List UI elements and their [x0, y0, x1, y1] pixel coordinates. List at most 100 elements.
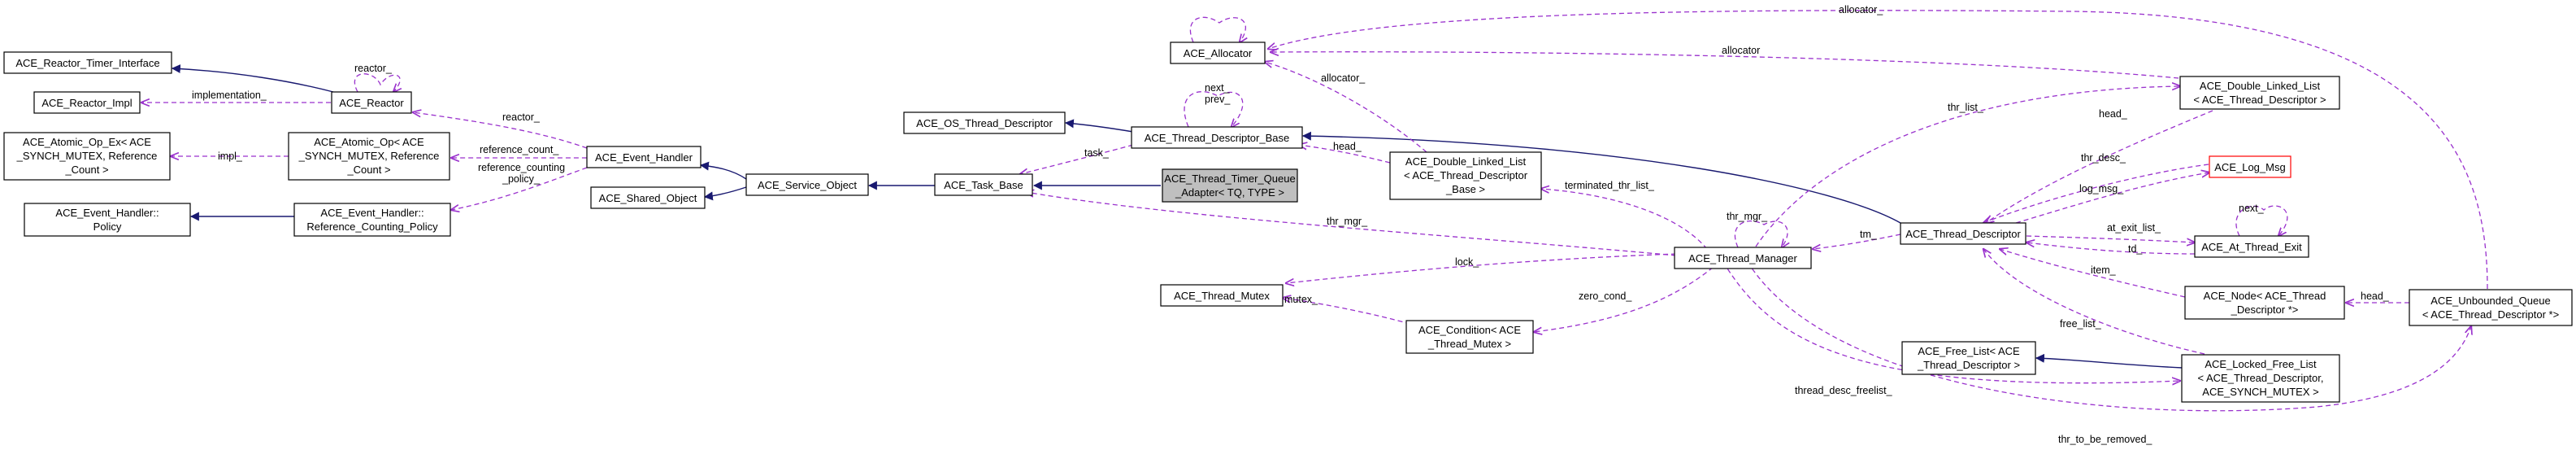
class-node-thread-descriptor[interactable]: ACE_Thread_Descriptor — [1900, 222, 2026, 245]
class-name: ACE_Event_Handler:: — [320, 207, 424, 219]
class-node-thread-descriptor-base[interactable]: ACE_Thread_Descriptor_Base — [1131, 126, 1303, 149]
edge-thr-desc — [1983, 164, 2209, 223]
edge-label: zero_cond_ — [1579, 290, 1632, 302]
class-name: _Count > — [64, 164, 108, 176]
class-node-unbounded-queue[interactable]: ACE_Unbounded_Queue < ACE_Thread_Descrip… — [2409, 289, 2573, 326]
edge-mutex — [1283, 298, 1411, 325]
class-name: ACE_Thread_Descriptor — [1905, 228, 2021, 240]
class-name: < ACE_Thread_Descriptor, — [2198, 372, 2324, 384]
class-node-node[interactable]: ACE_Node< ACE_Thread _Descriptor *> — [2184, 286, 2345, 320]
class-name: < ACE_Thread_Descriptor — [1404, 169, 1528, 181]
class-node-reactor-timer-interface[interactable]: ACE_Reactor_Timer_Interface — [3, 51, 172, 74]
class-name: _Thread_Descriptor > — [1917, 359, 2020, 371]
class-name: ACE_Free_List< ACE — [1918, 345, 2020, 357]
class-node-task-base[interactable]: ACE_Task_Base — [934, 173, 1033, 196]
edge-label: lock_ — [1455, 256, 1479, 268]
edge-head-dll — [1986, 110, 2213, 223]
class-name: _Count > — [346, 164, 390, 176]
class-name: ACE_Service_Object — [758, 179, 857, 191]
edge-allocator-self — [1189, 16, 1245, 42]
class-name: ACE_Double_Linked_List — [2200, 80, 2321, 92]
edge-label: mutex_ — [1284, 294, 1318, 305]
class-name: ACE_Allocator — [1184, 47, 1253, 59]
edge-label: prev_ — [1205, 94, 1231, 105]
class-name: ACE_Atomic_Op< ACE — [314, 136, 424, 148]
edge-label: tm_ — [1860, 229, 1878, 240]
edge-thr-to-be-removed — [1747, 261, 2471, 412]
class-node-reactor[interactable]: ACE_Reactor — [331, 91, 412, 114]
class-node-shared-object[interactable]: ACE_Shared_Object — [590, 186, 706, 209]
class-node-event-handler[interactable]: ACE_Event_Handler — [586, 146, 702, 168]
edge-label: _policy_ — [502, 173, 541, 185]
edge-label: thr_list_ — [1948, 102, 1984, 113]
class-name: ACE_Double_Linked_List — [1405, 155, 1527, 168]
class-name: ACE_Thread_Descriptor_Base — [1145, 132, 1289, 144]
class-node-thread-manager[interactable]: ACE_Thread_Manager — [1674, 247, 1812, 269]
edge-task — [1020, 144, 1134, 174]
edge-label: next_ — [1205, 82, 1231, 94]
edge-service-object-to-event-handler — [699, 161, 747, 180]
edge-reactor-of-eh — [413, 112, 588, 149]
class-name: ACE_SYNCH_MUTEX > — [2202, 386, 2318, 398]
edge-label: head_ — [2099, 108, 2128, 120]
class-name: _Descriptor *> — [2231, 304, 2299, 316]
class-name: _SYNCH_MUTEX, Reference — [16, 150, 158, 162]
class-node-event-handler-policy[interactable]: ACE_Event_Handler:: Policy — [24, 203, 191, 237]
class-name: Reference_Counting_Policy — [306, 221, 438, 233]
class-node-service-object[interactable]: ACE_Service_Object — [745, 173, 869, 196]
class-name: ACE_Reactor — [339, 97, 404, 109]
class-name: Policy — [93, 221, 122, 233]
class-node-reference-counting-policy[interactable]: ACE_Event_Handler:: Reference_Counting_P… — [293, 203, 451, 237]
edge-descriptor-to-descbase — [1301, 131, 1901, 224]
class-node-double-linked-list[interactable]: ACE_Double_Linked_List < ACE_Thread_Desc… — [2179, 76, 2340, 110]
class-name: ACE_Thread_Mutex — [1174, 290, 1270, 302]
edge-free-list — [1983, 249, 2205, 355]
edge-label: td_ — [2128, 243, 2143, 255]
class-name: ACE_Locked_Free_List — [2205, 358, 2317, 370]
usage-edges — [141, 10, 2488, 412]
edge-allocator-from-dllbase — [1265, 62, 1427, 153]
edge-label: impl_ — [218, 151, 243, 162]
class-name: ACE_Atomic_Op_Ex< ACE — [23, 136, 151, 148]
edge-label: free_list_ — [2060, 318, 2102, 330]
edge-labels: reactor_ implementation_ reactor_ impl_ … — [192, 4, 2390, 445]
class-node-condition[interactable]: ACE_Condition< ACE _Thread_Mutex > — [1405, 320, 1534, 354]
edge-label: task_ — [1084, 147, 1110, 159]
edge-lockedfreelist-to-freelist — [2035, 353, 2183, 369]
edge-label: reference_count_ — [480, 144, 559, 155]
edge-terminated-thr-list — [1541, 189, 1708, 250]
class-node-atomic-op[interactable]: ACE_Atomic_Op< ACE _SYNCH_MUTEX, Referen… — [288, 132, 450, 181]
edge-label: item_ — [2091, 264, 2117, 276]
edge-label: thr_desc_ — [2081, 152, 2126, 164]
class-node-log-msg[interactable]: ACE_Log_Msg — [2209, 155, 2291, 178]
class-node-locked-free-list[interactable]: ACE_Locked_Free_List < ACE_Thread_Descri… — [2181, 354, 2340, 403]
edge-label: next_ — [2239, 203, 2265, 214]
edge-label: at_exit_list_ — [2107, 222, 2161, 234]
edge-label: allocator_ — [1321, 72, 1366, 84]
class-node-allocator[interactable]: ACE_Allocator — [1170, 41, 1266, 64]
class-node-os-thread-descriptor[interactable]: ACE_OS_Thread_Descriptor — [903, 111, 1066, 134]
edge-allocator-from-queue — [1268, 10, 2488, 290]
edge-item — [2000, 249, 2186, 298]
class-name: _Base > — [1445, 183, 1485, 195]
class-name: ACE_Event_Handler — [595, 151, 693, 164]
class-node-thread-mutex[interactable]: ACE_Thread_Mutex — [1160, 284, 1284, 307]
class-name: < ACE_Thread_Descriptor *> — [2422, 308, 2559, 321]
class-node-atomic-op-ex[interactable]: ACE_Atomic_Op_Ex< ACE _SYNCH_MUTEX, Refe… — [3, 132, 171, 181]
class-name: ACE_OS_Thread_Descriptor — [916, 117, 1053, 129]
class-node-thread-timer-queue-adapter[interactable]: ACE_Thread_Timer_Queue _Adapter< TQ, TYP… — [1162, 168, 1298, 203]
edge-log-msg — [2015, 173, 2209, 224]
class-name: ACE_Task_Base — [944, 179, 1023, 191]
class-node-at-thread-exit[interactable]: ACE_At_Thread_Exit — [2194, 235, 2309, 258]
edge-label: implementation_ — [192, 90, 267, 101]
class-node-double-linked-list-base[interactable]: ACE_Double_Linked_List < ACE_Thread_Desc… — [1389, 151, 1542, 200]
class-name: ACE_At_Thread_Exit — [2201, 241, 2302, 253]
edge-label: head_ — [2361, 290, 2390, 302]
class-name: ACE_Log_Msg — [2214, 161, 2285, 173]
edge-thr-mgr-self — [1734, 221, 1788, 247]
edge-label: thr_mgr_ — [1327, 216, 1368, 227]
class-node-free-list[interactable]: ACE_Free_List< ACE _Thread_Descriptor > — [1901, 341, 2036, 375]
edge-label: thr_mgr_ — [1727, 211, 1768, 222]
class-node-reactor-impl[interactable]: ACE_Reactor_Impl — [33, 91, 141, 114]
